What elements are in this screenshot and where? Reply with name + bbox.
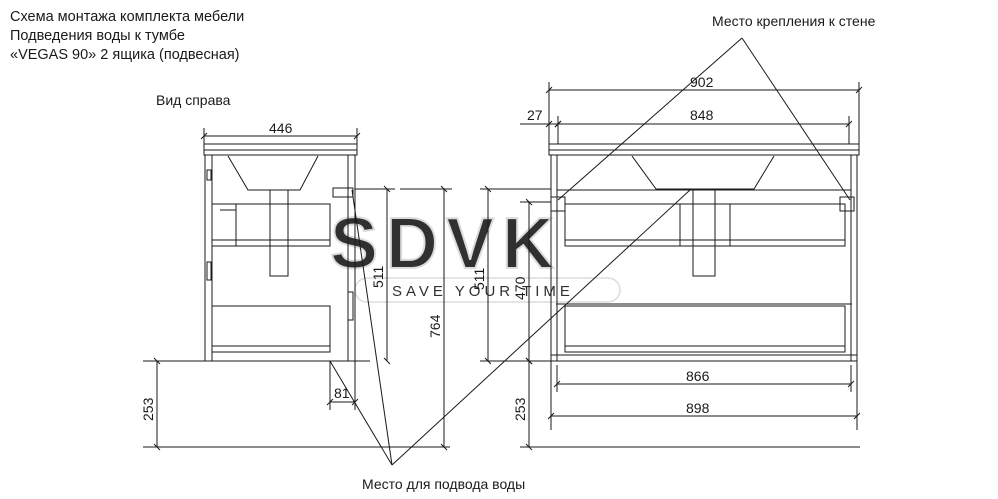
dim-front-wall-offset: 27 <box>527 107 543 123</box>
dim-front-bottom-inner-width: 866 <box>686 368 710 384</box>
dim-side-outlet-offset: 81 <box>334 385 350 401</box>
dim-front-outlet-height: 511 <box>471 267 487 290</box>
watermark-logo-text: SDVK <box>330 204 562 284</box>
dim-side-width: 446 <box>269 120 293 136</box>
wall-mount-label: Место крепления к стене <box>712 13 876 29</box>
dim-front-inner-width: 848 <box>690 107 714 123</box>
dim-front-top-width: 902 <box>690 74 714 90</box>
dim-front-mount-height: 470 <box>512 276 528 300</box>
water-supply-label: Место для подвода воды <box>362 476 526 492</box>
floor-lines <box>143 360 860 448</box>
front-view-cabinet <box>548 143 860 362</box>
side-view-label: Вид справа <box>156 92 231 108</box>
dim-side-total-height: 764 <box>427 314 443 338</box>
side-dimension-lines <box>153 128 452 451</box>
front-dimension-lines <box>480 82 863 451</box>
title-line-1: Схема монтажа комплекта мебели <box>10 9 245 25</box>
watermark-slogan: SAVE YOUR TIME <box>392 283 574 300</box>
dim-front-floor-height: 253 <box>512 397 528 421</box>
dimension-labels: 446 511 764 253 81 511 470 253 902 27 84… <box>140 74 714 421</box>
dim-side-outlet-height: 511 <box>370 265 386 288</box>
leader-lines <box>329 37 851 466</box>
title-line-2: Подведения воды к тумбе <box>10 28 185 44</box>
dim-side-floor-height: 253 <box>140 397 156 421</box>
dim-front-bottom-width: 898 <box>686 400 710 416</box>
title-line-3: «VEGAS 90» 2 ящика (подвесная) <box>10 47 240 63</box>
